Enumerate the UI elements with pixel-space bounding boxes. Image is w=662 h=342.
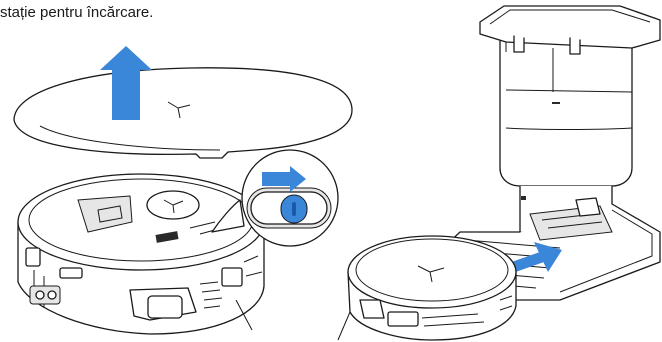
arrow-up-icon (100, 46, 152, 120)
robot-vacuum-left (17, 173, 265, 335)
robot-vacuum-right (337, 235, 517, 341)
cover-plate (13, 67, 353, 159)
instruction-text: stație pentru încărcare. (0, 4, 154, 21)
logo-mark (167, 101, 191, 119)
switch-callout (211, 149, 339, 247)
arrow-right-icon (262, 166, 306, 192)
